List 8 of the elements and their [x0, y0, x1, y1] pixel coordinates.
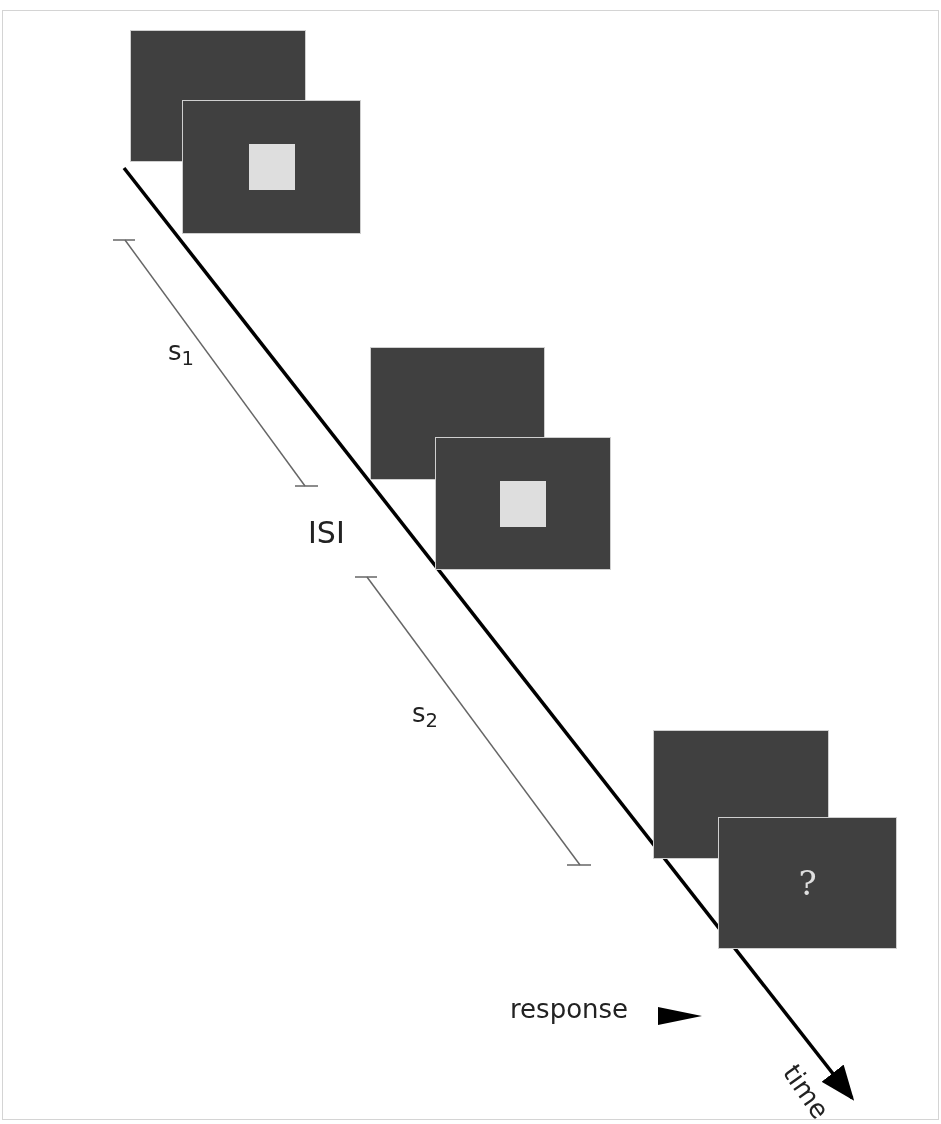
screen-box: [435, 437, 611, 570]
axis-label: s$_{2}$: [412, 700, 438, 726]
axis-label: response: [510, 996, 629, 1022]
screen-box: [718, 817, 897, 949]
question-mark: ?: [798, 861, 817, 905]
axis-label: s$_{1}$: [168, 338, 194, 364]
axis-label: ISI: [308, 518, 345, 548]
screen-box: [182, 100, 361, 234]
